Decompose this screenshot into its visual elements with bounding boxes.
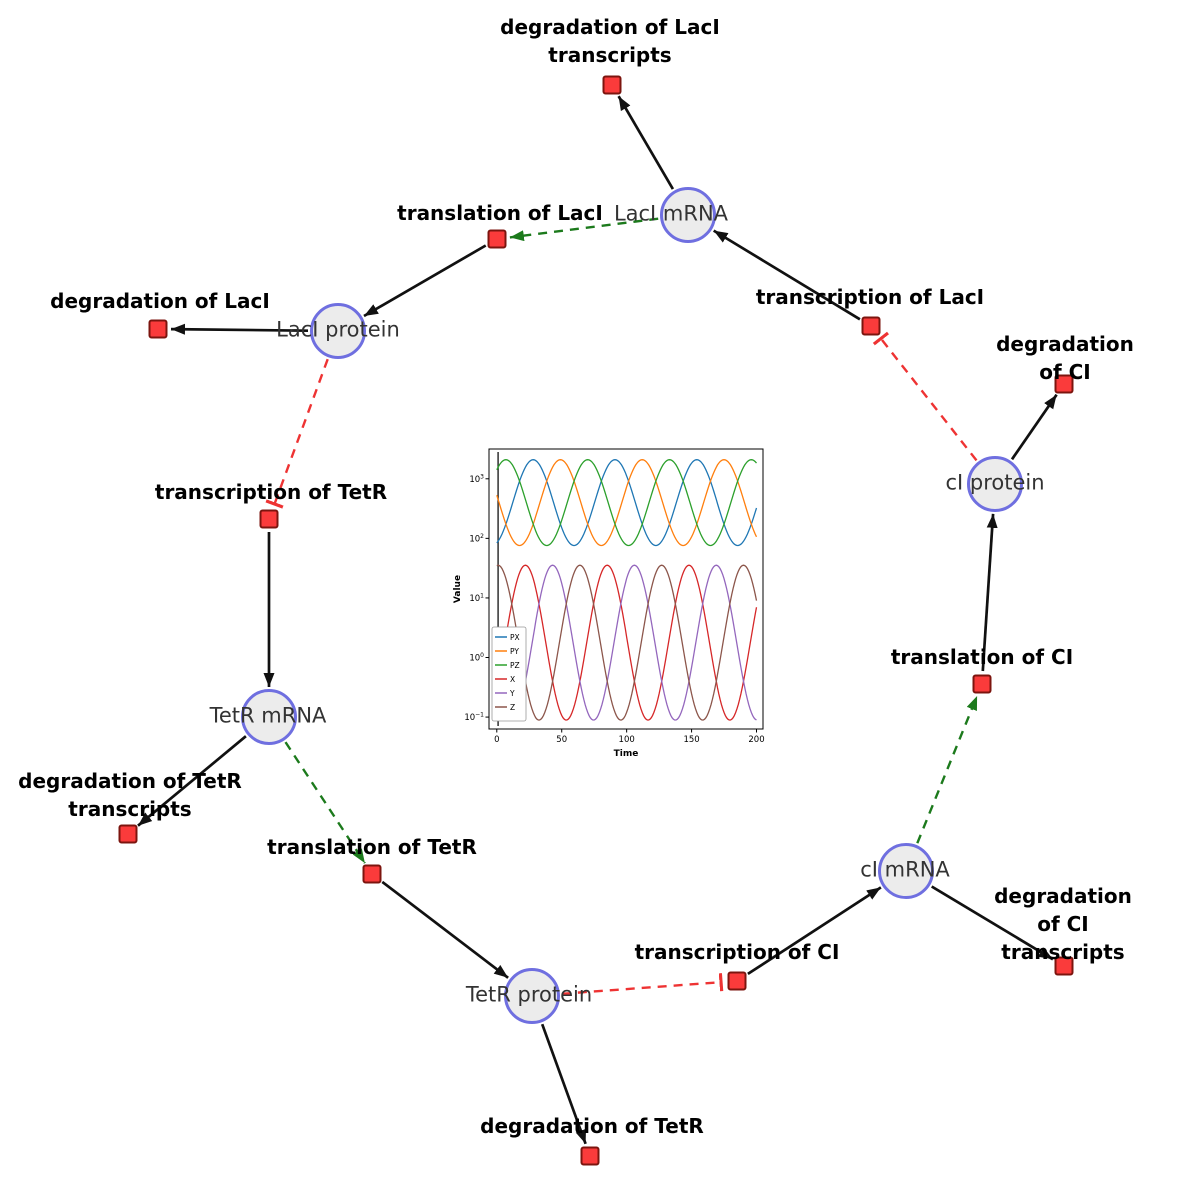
reaction-node-deg-ci[interactable] (1054, 374, 1074, 394)
reaction-node-deg-ci-transcripts[interactable] (1054, 956, 1074, 976)
x-tick-label: 150 (683, 735, 699, 745)
reaction-node-transcription-of-tetr[interactable] (259, 509, 279, 529)
series-PY (496, 459, 758, 547)
species-node-tetr-protein[interactable] (504, 968, 560, 1024)
reaction-node-deg-laci-transcripts[interactable] (602, 75, 622, 95)
reaction-label-deg-tetr-transcripts: degradation of TetR transcripts (18, 769, 242, 821)
reaction-node-translation-of-tetr[interactable] (362, 864, 382, 884)
reaction-label-deg-laci-transcripts: degradation of LacI transcripts (500, 15, 720, 67)
edge-tetr-mrna-to-translation-of-tetr (284, 741, 366, 864)
edge-ci-mrna-to-deg-ci-transcripts (931, 885, 1054, 961)
edge-laci-mrna-to-translation-of-laci (509, 217, 659, 242)
reaction-label-transcription-of-tetr: transcription of TetR (154, 480, 388, 504)
reaction-label-deg-laci: degradation of LacI (50, 289, 270, 313)
series-Y (496, 564, 757, 721)
series-PZ (496, 459, 757, 547)
edge-ci-protein-to-transcription-of-laci (872, 331, 978, 462)
edge-laci-protein-to-deg-laci (170, 323, 309, 335)
reaction-node-transcription-of-ci[interactable] (727, 971, 747, 991)
reaction-label-deg-ci: degradation of CI (996, 332, 1134, 384)
legend-label-PY: PY (510, 647, 519, 656)
reaction-label-deg-tetr: degradation of TetR (480, 1114, 704, 1138)
legend-label-Z: Z (510, 703, 515, 712)
species-label-tetr-mrna: TetR mRNA (209, 703, 327, 728)
reaction-node-deg-laci[interactable] (148, 319, 168, 339)
reaction-label-transcription-of-laci: transcription of LacI (755, 285, 985, 309)
species-label-laci-mrna: LacI mRNA (613, 201, 729, 226)
edge-laci-protein-to-transcription-of-tetr (265, 358, 329, 509)
edge-ci-protein-to-deg-ci (1010, 393, 1058, 461)
series-PX (496, 459, 758, 547)
y-tick-label: 102 (469, 533, 484, 545)
reaction-node-transcription-of-laci[interactable] (861, 316, 881, 336)
species-node-ci-mrna[interactable] (878, 843, 934, 899)
y-tick-label: 103 (469, 473, 484, 485)
reaction-node-deg-tetr-transcripts[interactable] (118, 824, 138, 844)
reaction-label-deg-ci-transcripts: degradation of CI transcripts (994, 884, 1132, 964)
species-node-laci-protein[interactable] (310, 303, 366, 359)
y-tick-label: 101 (469, 592, 484, 604)
edge-transcription-of-laci-to-laci-mrna (712, 229, 861, 321)
reaction-label-transcription-of-ci: transcription of CI (634, 940, 840, 964)
edge-laci-mrna-to-deg-laci-transcripts (617, 95, 675, 190)
legend-label-Y: Y (509, 689, 515, 698)
edge-translation-of-laci-to-laci-protein (363, 244, 487, 318)
x-tick-label: 0 (494, 735, 499, 745)
species-label-ci-mrna: cI mRNA (860, 857, 950, 882)
edge-tetr-mrna-to-deg-tetr-transcripts (137, 735, 247, 827)
y-tick-label: 100 (469, 652, 484, 664)
edge-translation-of-ci-to-ci-protein (981, 513, 998, 672)
species-label-tetr-protein: TetR protein (465, 982, 593, 1007)
y-tick-label: 10−1 (464, 712, 484, 724)
reaction-label-translation-of-tetr: translation of TetR (267, 835, 477, 859)
reaction-label-translation-of-ci: translation of CI (890, 645, 1074, 669)
x-tick-label: 50 (556, 735, 567, 745)
species-node-laci-mrna[interactable] (660, 187, 716, 243)
x-tick-label: 100 (619, 735, 635, 745)
y-axis-label: Value (453, 575, 463, 603)
species-node-ci-protein[interactable] (967, 456, 1023, 512)
reaction-label-translation-of-laci: translation of LacI (397, 201, 603, 225)
species-node-tetr-mrna[interactable] (241, 689, 297, 745)
species-label-laci-protein: LacI protein (276, 317, 400, 342)
series-X (496, 564, 758, 721)
legend-label-PX: PX (510, 633, 520, 642)
x-axis-label: Time (614, 749, 639, 759)
x-tick-label: 200 (748, 735, 764, 745)
edge-tetr-protein-to-deg-tetr (540, 1023, 587, 1145)
reaction-node-translation-of-laci[interactable] (487, 229, 507, 249)
series-Z (496, 564, 758, 721)
reaction-node-translation-of-ci[interactable] (972, 674, 992, 694)
edge-translation-of-tetr-to-tetr-protein (381, 880, 509, 979)
legend-label-PZ: PZ (510, 661, 520, 670)
edge-transcription-of-ci-to-ci-mrna (747, 886, 882, 976)
legend-label-X: X (510, 675, 515, 684)
edge-ci-mrna-to-translation-of-ci (916, 695, 979, 844)
inset-chart-frame (488, 448, 764, 730)
edge-tetr-protein-to-transcription-of-ci (561, 973, 724, 995)
reaction-node-deg-tetr[interactable] (580, 1146, 600, 1166)
species-label-ci-protein: cI protein (945, 470, 1045, 495)
